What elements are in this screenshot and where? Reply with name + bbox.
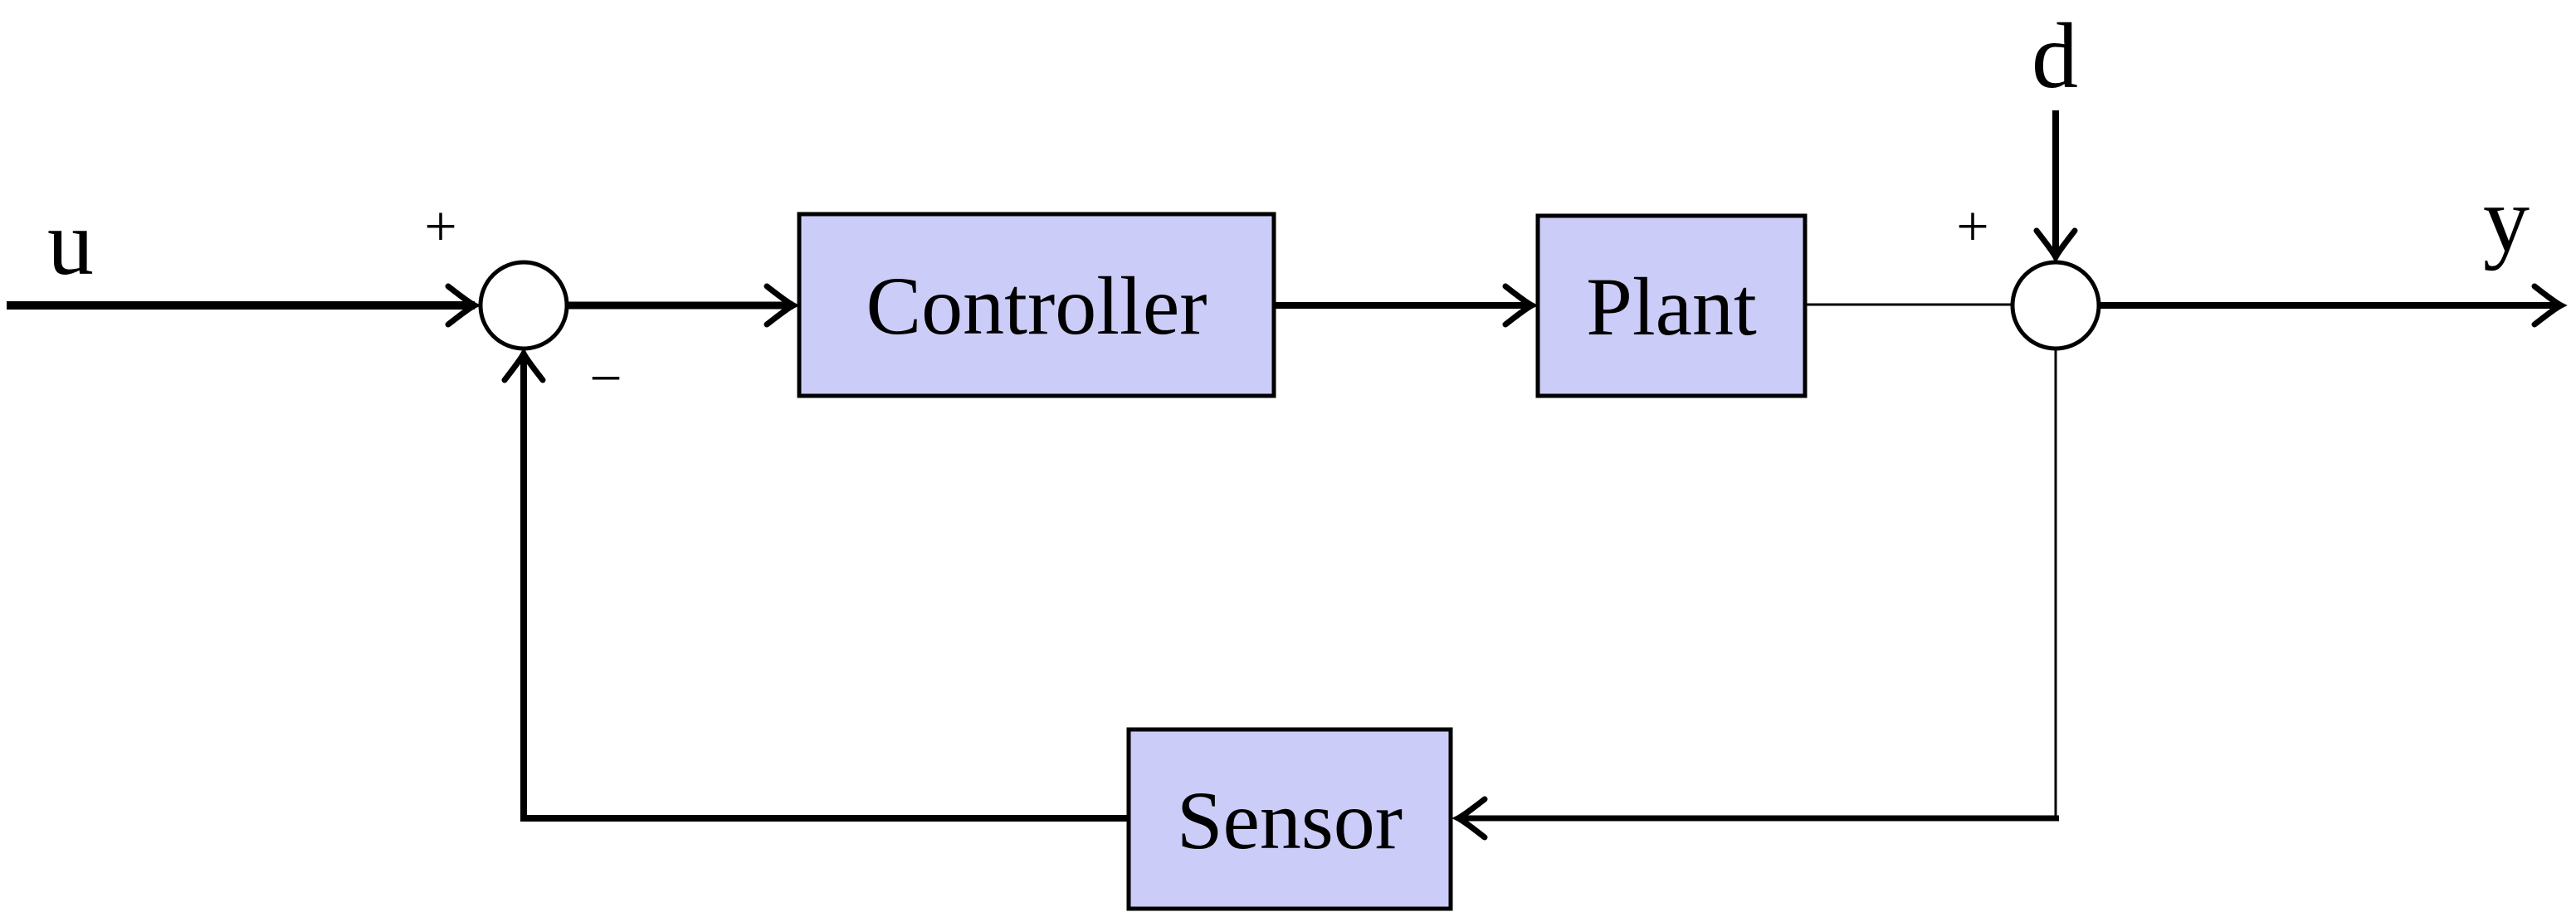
controller-block-label: Controller [866,260,1207,352]
sensor-block-label: Sensor [1177,774,1403,866]
output-signal-label: y [2483,168,2530,271]
diagram-ink [7,110,2568,911]
error-summing-junction [478,260,569,351]
sensor-block [1126,727,1453,911]
plant-block-label: Plant [1586,261,1757,353]
plant-block [1535,213,1808,398]
error-junction-plus-sign: + [424,195,456,259]
disturbance-signal-label: d [2032,5,2078,108]
output-junction-plus-sign: + [1956,195,1988,259]
feedback-return-line [501,347,1129,822]
diagram-labels: Controller Plant Sensor u d y + − + [47,5,2530,866]
error-junction-minus-sign: − [589,347,622,411]
input-signal-label: u [47,192,94,295]
output-summing-junction [2010,260,2101,351]
controller-block [797,212,1276,398]
